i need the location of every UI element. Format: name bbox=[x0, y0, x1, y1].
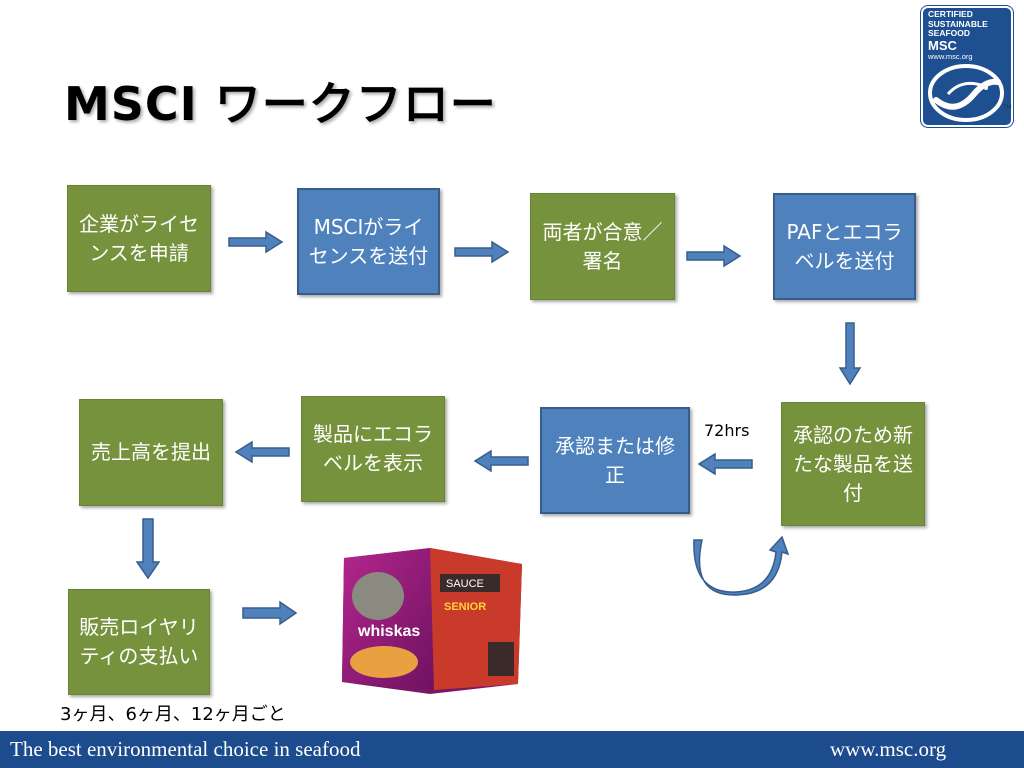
footer-bar: The best environmental choice in seafood… bbox=[0, 731, 1024, 768]
msc-logo: CERTIFIED SUSTAINABLE SEAFOOD MSC www.ms… bbox=[921, 6, 1013, 127]
step-submit-sales: 売上高を提出 bbox=[79, 399, 223, 506]
arrow-right-4 bbox=[242, 600, 298, 626]
step-pay-royalty: 販売ロイヤリティの支払い bbox=[68, 589, 210, 695]
step-display-ecolabel: 製品にエコラベルを表示 bbox=[301, 396, 445, 502]
step-send-license: MSCIがライセンスを送付 bbox=[297, 188, 440, 295]
arrow-down-2 bbox=[135, 518, 161, 580]
arrow-left-3 bbox=[234, 440, 290, 464]
arrow-left-1 bbox=[697, 452, 753, 476]
arrow-left-2 bbox=[473, 449, 529, 473]
step-send-new-product: 承認のため新たな製品を送付 bbox=[781, 402, 925, 526]
step-apply-license-label: 企業がライセンスを申請 bbox=[79, 211, 199, 265]
step-display-ecolabel-label: 製品にエコラベルを表示 bbox=[313, 422, 433, 475]
step-approve-or-revise: 承認または修正 bbox=[540, 407, 690, 514]
step-agree-sign: 両者が合意／署名 bbox=[530, 193, 675, 300]
step-send-new-product-label: 承認のため新たな製品を送付 bbox=[793, 422, 913, 505]
step-send-paf-ecolabel-label: PAFとエコラベルを送付 bbox=[786, 219, 903, 273]
payment-frequency-note: 3ヶ月、6ヶ月、12ヶ月ごと bbox=[60, 704, 286, 725]
footer-tagline: The best environmental choice in seafood bbox=[10, 737, 361, 761]
page-title: MSCI ワークフロー bbox=[64, 77, 497, 131]
step-pay-royalty-label: 販売ロイヤリティの支払い bbox=[79, 615, 199, 668]
arrow-right-1 bbox=[228, 230, 284, 254]
arrow-right-2 bbox=[454, 240, 510, 264]
logo-url-text: www.msc.org bbox=[928, 51, 973, 61]
step-submit-sales-label: 売上高を提出 bbox=[91, 440, 211, 464]
step-send-license-label: MSCIがライセンスを送付 bbox=[308, 214, 429, 268]
arrow-down-1 bbox=[838, 322, 862, 386]
fish-check-icon bbox=[928, 64, 1004, 122]
step-send-paf-ecolabel: PAFとエコラベルを送付 bbox=[773, 193, 916, 300]
trademark-text: TM bbox=[1003, 105, 1012, 111]
product-senior-text: SENIOR bbox=[444, 601, 486, 613]
logo-certified-text: CERTIFIED SUSTAINABLE SEAFOOD bbox=[928, 9, 988, 38]
whiskas-product-image: SAUCE SENIOR whiskas bbox=[342, 548, 522, 694]
turnaround-note: 72hrs bbox=[704, 421, 750, 440]
step-approve-or-revise-label: 承認または修正 bbox=[555, 433, 675, 487]
curved-loop-arrow bbox=[693, 536, 790, 596]
step-agree-sign-label: 両者が合意／署名 bbox=[542, 219, 663, 273]
step-apply-license: 企業がライセンスを申請 bbox=[67, 185, 211, 292]
footer-url[interactable]: www.msc.org bbox=[830, 737, 947, 761]
product-sauce-text: SAUCE bbox=[446, 578, 484, 590]
product-brand-text: whiskas bbox=[357, 623, 420, 640]
logo-msc-text: MSC bbox=[928, 37, 957, 53]
arrow-right-3 bbox=[686, 244, 742, 268]
